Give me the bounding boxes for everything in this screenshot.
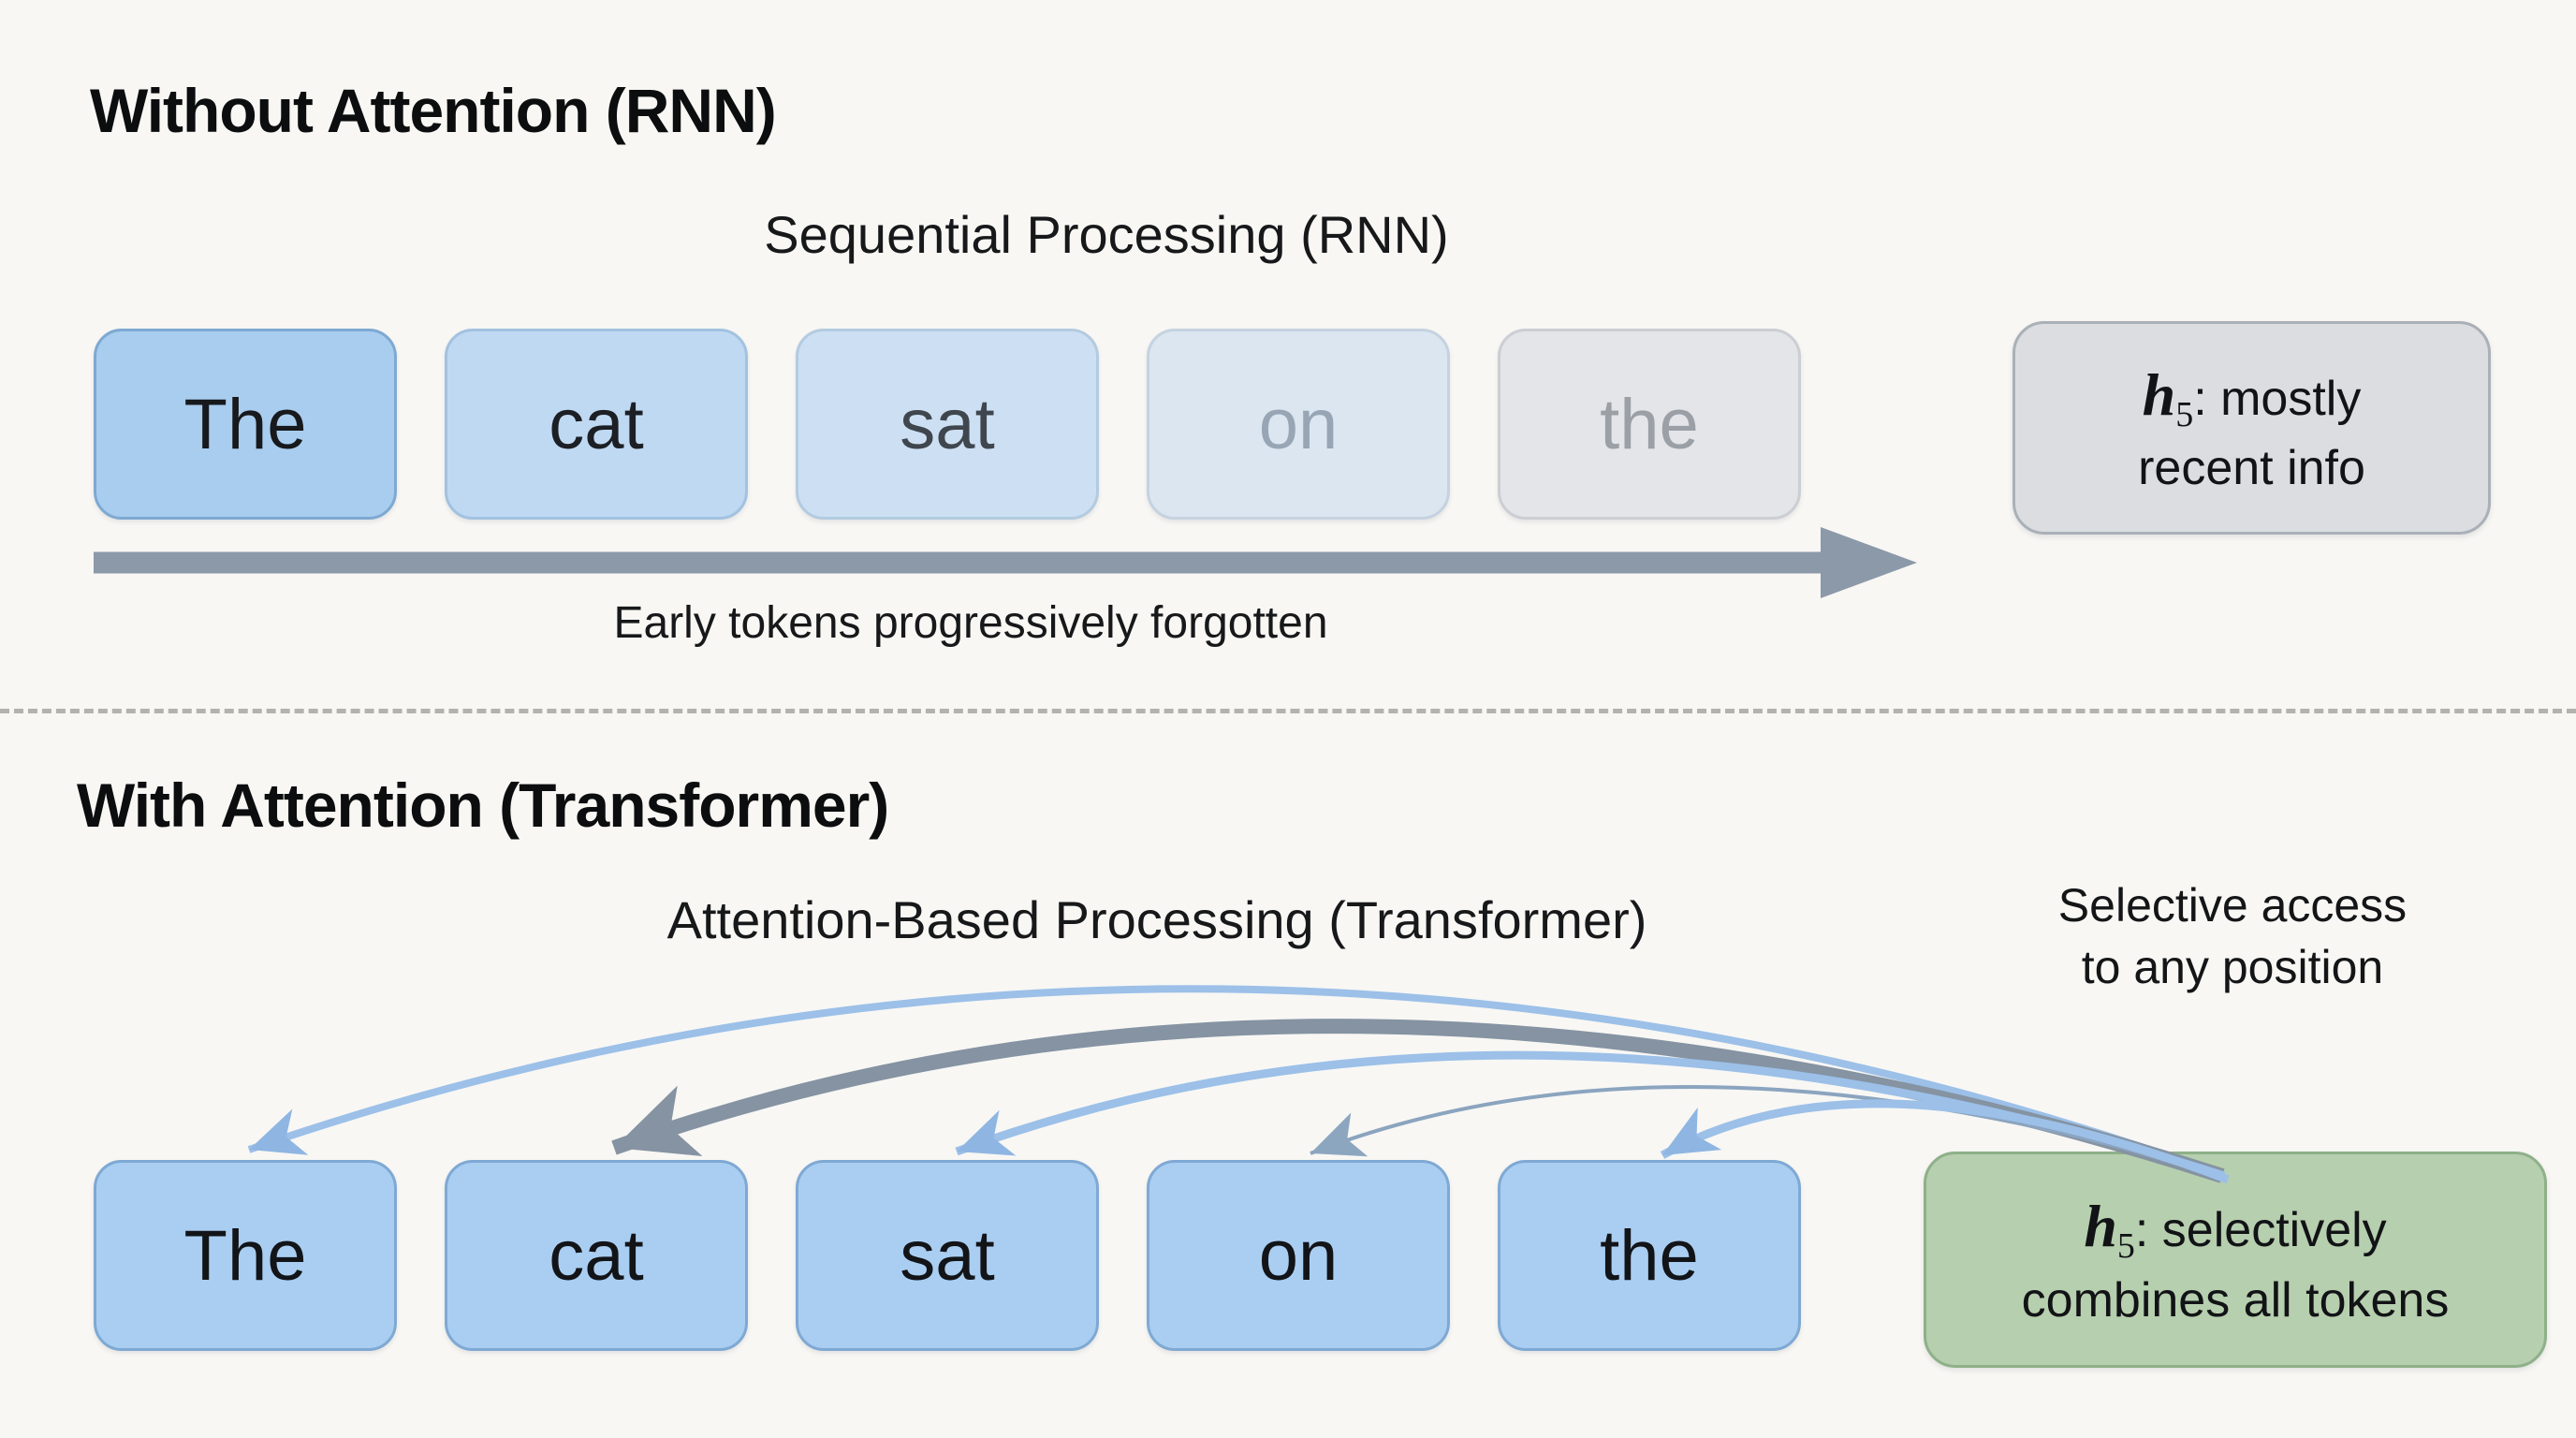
rnn-hidden-state-line1: h5: mostly	[2143, 355, 2362, 435]
rnn-section-heading: Without Attention (RNN)	[90, 76, 777, 145]
attention-subtitle: Attention-Based Processing (Transformer)	[666, 890, 1647, 949]
token-label: on	[1258, 384, 1339, 464]
token-box-on-attn: on	[1147, 1160, 1450, 1351]
token-box-on-rnn: on	[1147, 329, 1450, 520]
token-box-cat-rnn: cat	[445, 329, 748, 520]
token-box-sat-attn: sat	[796, 1160, 1099, 1351]
attention-hidden-state-line2: combines all tokens	[2021, 1272, 2450, 1328]
token-label: on	[1258, 1215, 1339, 1296]
token-box-the-attn: The	[94, 1160, 397, 1351]
hidden-state-var: h	[2084, 1193, 2117, 1260]
section-divider	[0, 709, 2576, 713]
token-label: cat	[549, 1215, 644, 1296]
token-label: The	[183, 384, 307, 464]
token-label: sat	[900, 384, 995, 464]
token-label: The	[183, 1215, 307, 1296]
attention-arc-to-the-1	[247, 985, 2222, 1178]
token-box-cat-attn: cat	[445, 1160, 748, 1351]
token-box-the-rnn: The	[94, 329, 397, 520]
token-label: the	[1600, 1215, 1699, 1296]
hidden-state-var: h	[2142, 360, 2176, 428]
token-label: sat	[900, 1215, 995, 1296]
attention-side-note-line2: to any position	[2081, 941, 2384, 993]
rnn-hidden-state-box: h5: mostly recent info	[2012, 321, 2491, 535]
attention-hidden-state-line1: h5: selectively	[2084, 1186, 2386, 1267]
rnn-arrow-caption: Early tokens progressively forgotten	[613, 598, 1328, 648]
token-label: the	[1600, 384, 1699, 464]
token-label: cat	[549, 384, 644, 464]
hidden-state-subscript: 5	[2116, 1226, 2135, 1267]
rnn-subtitle: Sequential Processing (RNN)	[764, 205, 1449, 264]
token-box-the2-attn: the	[1498, 1160, 1801, 1351]
rnn-hidden-state-line2: recent info	[2138, 441, 2365, 496]
attention-side-note-line1: Selective access	[2057, 879, 2408, 932]
hidden-state-line1-rest: : selectively	[2134, 1203, 2387, 1258]
attention-section-heading: With Attention (Transformer)	[77, 770, 889, 840]
token-box-the2-rnn: the	[1498, 329, 1801, 520]
sequential-arrow-head	[1821, 527, 1917, 598]
attention-hidden-state-box: h5: selectively combines all tokens	[1924, 1152, 2547, 1368]
token-box-sat-rnn: sat	[796, 329, 1099, 520]
attention-side-note: Selective access to any position	[1952, 874, 2513, 998]
hidden-state-subscript: 5	[2175, 394, 2194, 434]
hidden-state-line1-rest: : mostly	[2193, 371, 2362, 426]
